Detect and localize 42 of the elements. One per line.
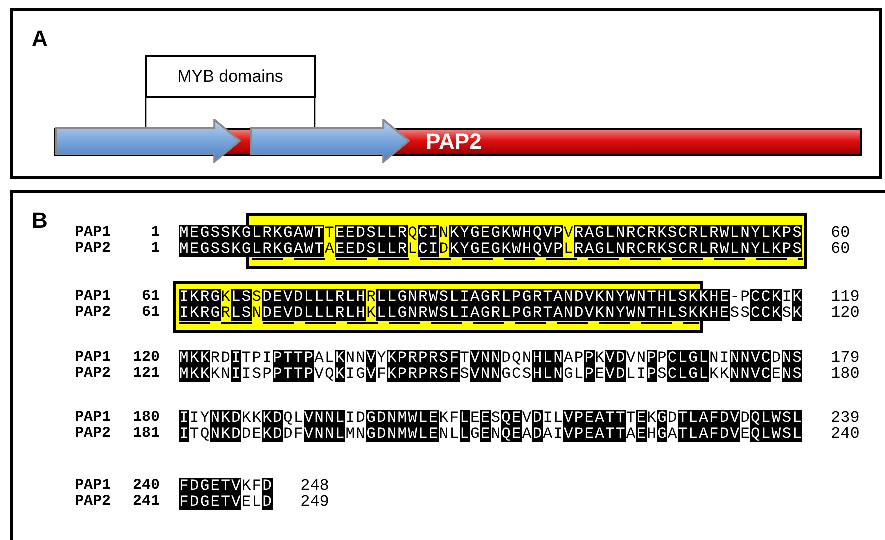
sequence-row: FDGETVKFD (179, 478, 273, 494)
residue-number: 119 (831, 289, 860, 305)
residue-number: 240 (831, 426, 860, 442)
residue-number: 61 (142, 305, 160, 321)
sequence-name: PAP1 (75, 350, 112, 366)
sequence-name: PAP1 (75, 410, 112, 426)
residue-number: 239 (831, 410, 860, 426)
arrow-shape (250, 119, 410, 163)
sequence-name: PAP1 (75, 225, 112, 241)
residue-number: 1 (150, 241, 160, 257)
leader-line (145, 98, 147, 129)
sequence-name: PAP2 (75, 426, 112, 442)
sequence-name: PAP2 (75, 241, 112, 257)
sequence-name: PAP1 (75, 289, 112, 305)
sequence-row: MEGSSKGLRKGAWTAEEDSLLRLCIDKYGEGKWHQVPLRAGLNRCRKSCRLRWLNYLKPS (179, 241, 802, 257)
residue-number: 249 (300, 494, 330, 510)
panel-label: A (32, 26, 48, 52)
domain-label-box: MYB domains (145, 55, 316, 98)
sequence-name: PAP2 (75, 494, 112, 510)
residue-number: 60 (831, 225, 850, 241)
residue-number: 120 (132, 350, 160, 366)
residue-number: 181 (132, 426, 160, 442)
sequence-name: PAP2 (75, 366, 112, 382)
residue-number: 241 (132, 494, 160, 510)
sequence-row: MEGSSKGLRKGAWTTEEDSLLRQCINKYGEGKWHQVPVRAGLNRCRKSCRLRWLNYLKPS (179, 225, 802, 241)
protein-label: PAP2 (426, 128, 482, 156)
sequence-row: FDGETVELD (179, 494, 273, 510)
residue-number: 121 (132, 366, 160, 382)
arrow-shape (55, 119, 241, 163)
leader-line (314, 98, 316, 129)
sequence-name: PAP2 (75, 305, 112, 321)
residue-number: 179 (831, 350, 860, 366)
residue-number: 60 (831, 241, 850, 257)
residue-number: 61 (142, 289, 160, 305)
residue-number: 1 (150, 225, 160, 241)
sequence-name: PAP1 (75, 478, 112, 494)
residue-number: 180 (132, 410, 160, 426)
residue-number: 248 (300, 478, 330, 494)
residue-number: 180 (831, 366, 860, 382)
panel-label: B (32, 208, 48, 234)
residue-number: 120 (831, 305, 860, 321)
residue-number: 240 (132, 478, 160, 494)
